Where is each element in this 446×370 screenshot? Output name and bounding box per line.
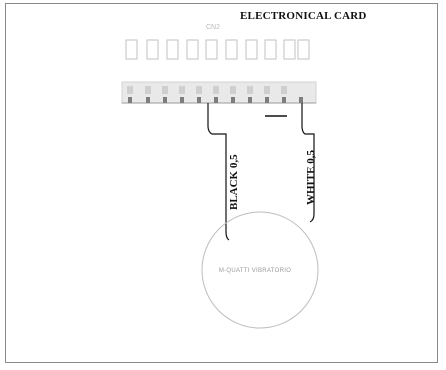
diagram-title: ELECTRONICAL CARD: [240, 10, 367, 22]
connector-strip: [121, 81, 317, 117]
terminal-block-upper: [125, 39, 310, 60]
motor-circle: [201, 211, 319, 329]
black-wire-label: BLACK 0,5: [228, 154, 240, 210]
wires: [207, 103, 315, 241]
black-wire: [207, 103, 230, 241]
diagram-frame: [5, 3, 438, 363]
motor-label: M-QUATTI VIBRATORIO: [218, 268, 292, 274]
white-wire-label: WHITE 0,5: [305, 149, 317, 205]
white-wire: [301, 103, 315, 223]
connector-label: CN2: [206, 24, 221, 31]
